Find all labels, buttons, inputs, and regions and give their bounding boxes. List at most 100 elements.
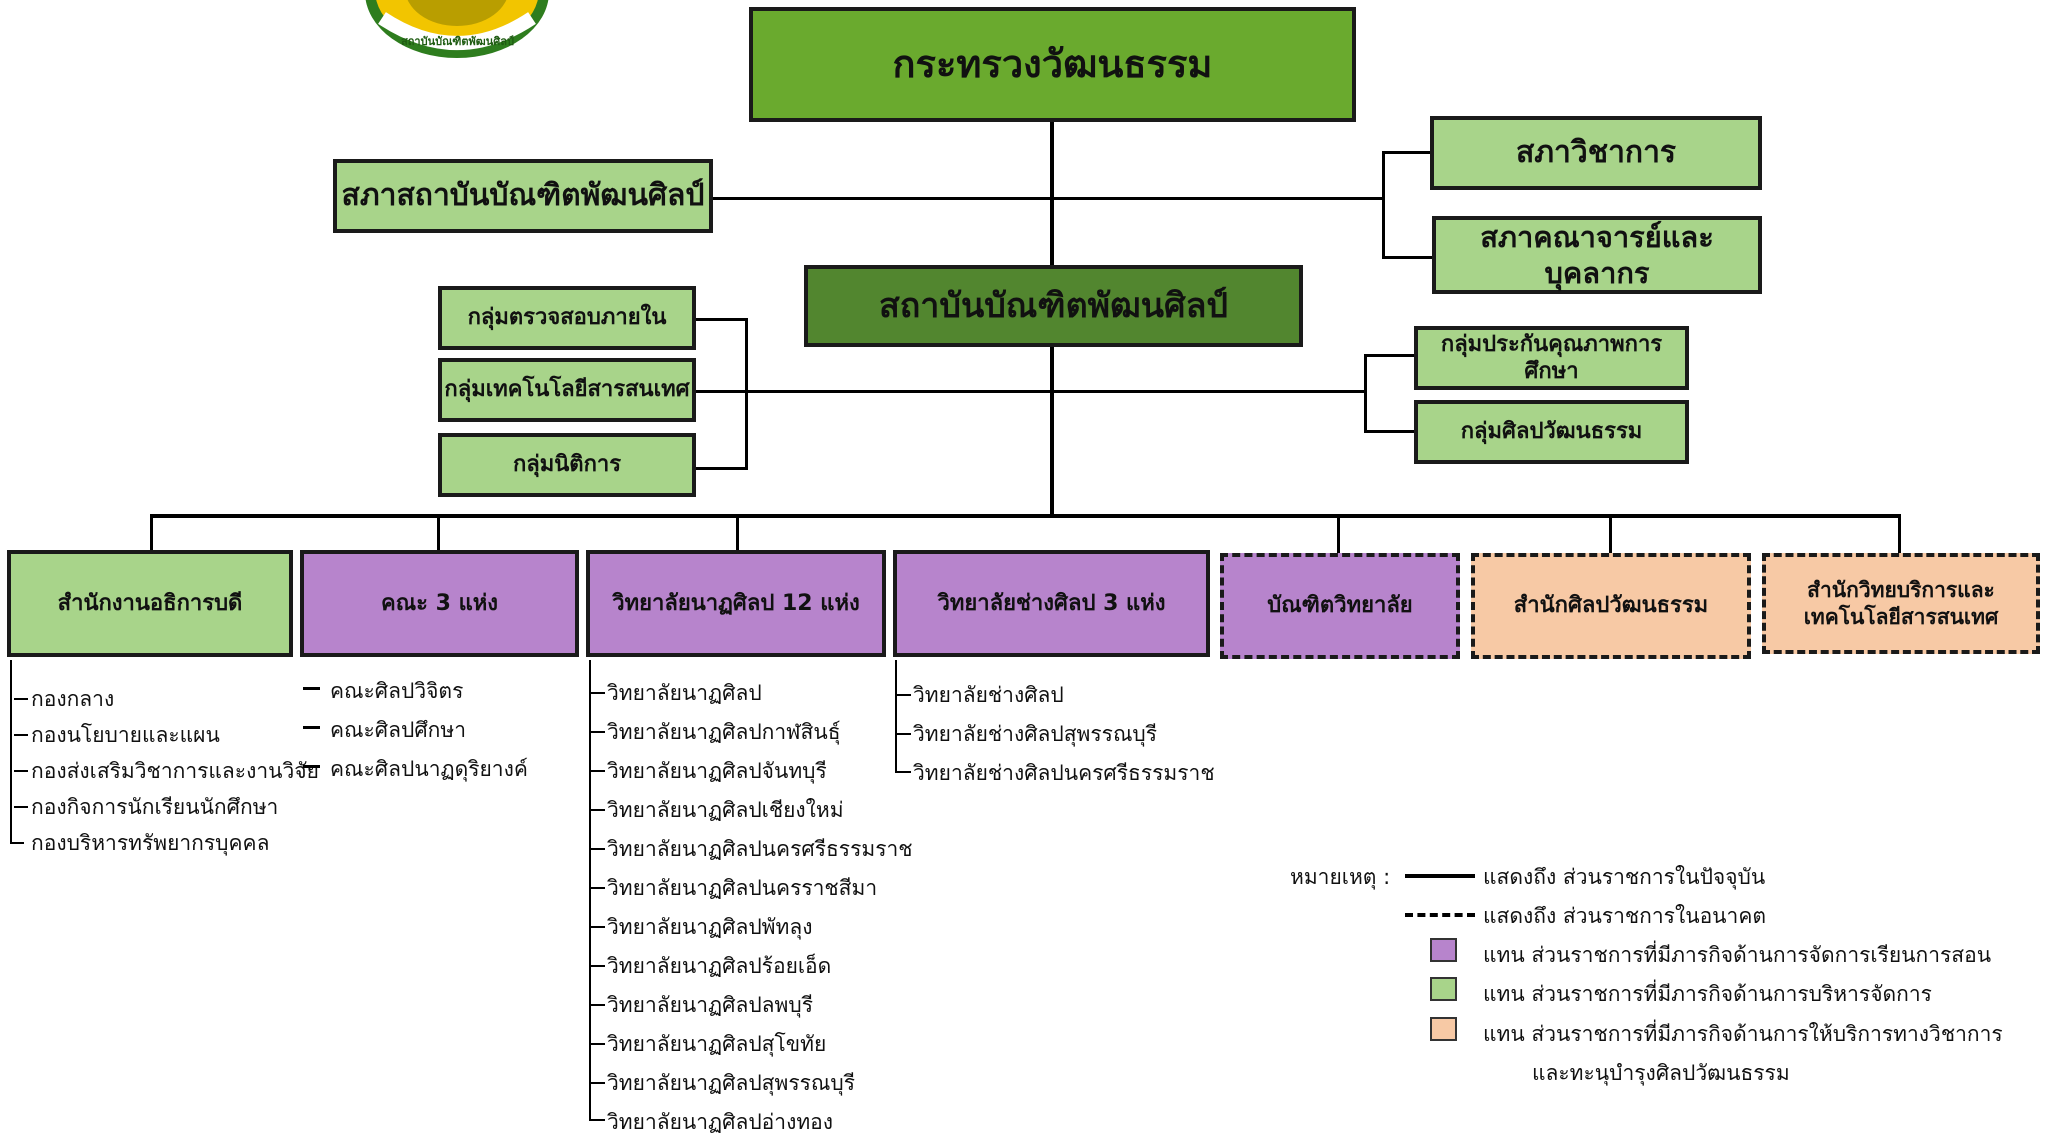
legend-peach-swatch: [1430, 1017, 1457, 1041]
legend-label: หมายเหตุ :: [1290, 865, 1391, 889]
unit-box: สำนักงานอธิการบดี: [7, 550, 293, 657]
list-tick: [14, 806, 28, 808]
connector: [437, 514, 440, 553]
unit-box: สำนักวิทยบริการและเทคโนโลยีสารสนเทศ: [1762, 553, 2040, 654]
connector: [1382, 256, 1434, 259]
connector: [150, 514, 153, 553]
connector: [712, 197, 1384, 200]
list-item: วิทยาลัยนาฏศิลปสุโขทัย: [607, 1032, 827, 1056]
list-bracket: [895, 660, 897, 773]
legend-dashed-line: [1405, 913, 1475, 917]
connector: [745, 318, 748, 470]
list-item: คณะศิลปนาฏดุริยางค์: [330, 757, 528, 781]
list-tick: [591, 1004, 605, 1006]
list-item: วิทยาลัยนาฏศิลปอ่างทอง: [607, 1110, 834, 1134]
side-group-left: กลุ่มตรวจสอบภายใน: [438, 286, 696, 350]
list-item: วิทยาลัยนาฏศิลปสุพรรณบุรี: [607, 1071, 855, 1095]
list-tick: [591, 926, 605, 928]
list-item: กองบริหารทรัพยากรบุคคล: [31, 831, 270, 855]
list-item: วิทยาลัยนาฏศิลปเชียงใหม่: [607, 798, 844, 822]
list-item: วิทยาลัยนาฏศิลปร้อยเอ็ด: [607, 954, 832, 978]
list-tick: [591, 692, 605, 694]
list-item: วิทยาลัยนาฏศิลปลพบุรี: [607, 993, 814, 1017]
list-tick: [303, 687, 320, 690]
list-item: กองส่งเสริมวิชาการและงานวิจัย: [31, 759, 319, 783]
legend-solid-line: [1405, 874, 1475, 878]
list-item: คณะศิลปศึกษา: [330, 718, 467, 742]
list-tick: [897, 733, 911, 735]
unit-box: สำนักศิลปวัฒนธรรม: [1471, 553, 1751, 659]
legend-purple-swatch: [1430, 938, 1457, 962]
legend-peach-text-2: และทะนุบำรุงศิลปวัฒนธรรม: [1532, 1061, 1790, 1085]
list-tick: [897, 694, 911, 696]
ministry-box: กระทรวงวัฒนธรรม: [749, 7, 1356, 122]
list-item: กองกิจการนักเรียนนักศึกษา: [31, 795, 279, 819]
academic-council-box: สภาวิชาการ: [1430, 116, 1762, 190]
logo-text: สถาบันบัณฑิตพัฒนศิลป์: [401, 35, 514, 48]
list-tick: [14, 698, 28, 700]
list-item: วิทยาลัยนาฏศิลป: [607, 681, 762, 705]
list-tick: [591, 809, 605, 811]
connector: [1364, 354, 1367, 432]
list-tick: [591, 1082, 605, 1084]
list-item: วิทยาลัยนาฏศิลปกาฬสินธุ์: [607, 720, 841, 744]
list-bracket: [10, 842, 24, 844]
legend-solid-text: แสดงถึง ส่วนราชการในปัจจุบัน: [1483, 865, 1766, 889]
list-item: วิทยาลัยช่างศิลปสุพรรณบุรี: [913, 722, 1158, 746]
list-tick: [591, 770, 605, 772]
institute-council-box: สภาสถาบันบัณฑิตพัฒนศิลป์: [333, 159, 713, 233]
list-item: วิทยาลัยช่างศิลป: [913, 683, 1064, 707]
list-tick: [303, 765, 320, 768]
legend-dashed-text: แสดงถึง ส่วนราชการในอนาคต: [1483, 904, 1767, 928]
connector: [695, 390, 1366, 393]
list-bracket: [589, 660, 591, 1121]
connector: [150, 514, 1901, 518]
institute-logo: สถาบันบัณฑิตพัฒนศิลป์: [360, 0, 555, 70]
side-group-right: กลุ่มศิลปวัฒนธรรม: [1414, 400, 1689, 464]
connector: [1382, 151, 1385, 258]
institute-box: สถาบันบัณฑิตพัฒนศิลป์: [804, 265, 1303, 347]
faculty-council-box: สภาคณาจารย์และบุคลากร: [1432, 216, 1762, 294]
unit-box: วิทยาลัยนาฏศิลป 12 แห่ง: [586, 550, 886, 657]
connector: [1898, 514, 1901, 555]
list-tick: [14, 734, 28, 736]
list-tick: [591, 731, 605, 733]
list-item: กองนโยบายและแผน: [31, 723, 220, 747]
list-tick: [591, 887, 605, 889]
connector: [1364, 354, 1416, 357]
list-item: วิทยาลัยนาฏศิลปนครศรีธรรมราช: [607, 837, 913, 861]
side-group-right: กลุ่มประกันคุณภาพการศึกษา: [1414, 326, 1689, 390]
list-item: วิทยาลัยนาฏศิลปนครราชสีมา: [607, 876, 878, 900]
legend-green-swatch: [1430, 977, 1457, 1001]
connector: [1337, 514, 1340, 555]
list-bracket: [589, 1119, 605, 1121]
unit-box: คณะ 3 แห่ง: [300, 550, 579, 657]
list-bracket: [895, 771, 911, 773]
list-tick: [591, 848, 605, 850]
connector: [1364, 430, 1416, 433]
list-item: วิทยาลัยนาฏศิลปจันทบุรี: [607, 759, 827, 783]
unit-box: บัณฑิตวิทยาลัย: [1220, 553, 1460, 659]
list-bracket: [10, 660, 12, 844]
connector: [694, 318, 748, 321]
list-item: คณะศิลปวิจิตร: [330, 679, 464, 703]
list-item: วิทยาลัยช่างศิลปนครศรีธรรมราช: [913, 761, 1215, 785]
legend-purple-text: แทน ส่วนราชการที่มีภารกิจด้านการจัดการเร…: [1483, 943, 1992, 967]
logo-emblem: [365, 0, 549, 58]
connector: [736, 514, 739, 553]
list-item: กองกลาง: [31, 687, 115, 711]
connector: [1609, 514, 1612, 555]
unit-box: วิทยาลัยช่างศิลป 3 แห่ง: [893, 550, 1210, 657]
connector: [694, 467, 748, 470]
list-tick: [591, 1043, 605, 1045]
legend-peach-text: แทน ส่วนราชการที่มีภารกิจด้านการให้บริกา…: [1483, 1022, 2003, 1046]
list-tick: [591, 965, 605, 967]
connector: [1382, 151, 1432, 154]
list-tick: [14, 770, 28, 772]
legend-green-text: แทน ส่วนราชการที่มีภารกิจด้านการบริหารจั…: [1483, 982, 1932, 1006]
side-group-left: กลุ่มเทคโนโลยีสารสนเทศ: [438, 358, 696, 422]
side-group-left: กลุ่มนิติการ: [438, 433, 696, 497]
list-item: วิทยาลัยนาฏศิลปพัทลุง: [607, 915, 813, 939]
list-tick: [303, 726, 320, 729]
